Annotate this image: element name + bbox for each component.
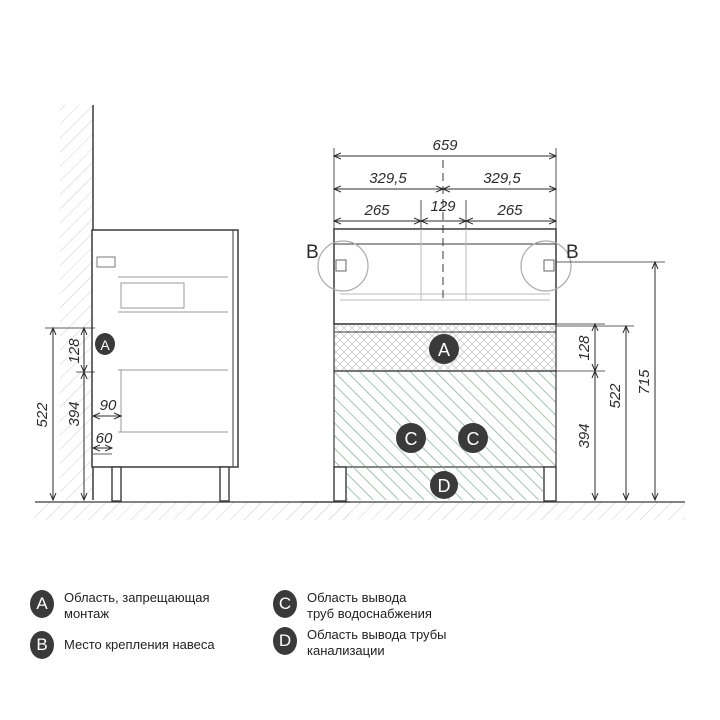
legend-text-b: Место крепления навеса <box>64 637 215 652</box>
front-dim-265-left: 265 <box>363 202 390 219</box>
side-dim-394: 394 <box>66 401 83 426</box>
legend-text-a: Область, запрещающая монтаж <box>64 590 210 621</box>
legend-badge-b: B <box>30 631 54 659</box>
side-drawer-box <box>120 282 185 309</box>
front-callout-d: D <box>438 476 451 496</box>
front-callout-c-right: C <box>467 429 480 449</box>
front-callout-b-left: B <box>306 242 319 263</box>
front-dim-3295-left: 329,5 <box>369 170 407 187</box>
legend-item-c: C Область вывода труб водоснабжения <box>273 590 432 622</box>
side-leg-back <box>111 466 122 502</box>
front-b-circle-right <box>520 240 572 292</box>
front-dim-522: 522 <box>607 383 624 409</box>
side-cabinet-body <box>91 229 239 468</box>
front-leg-left <box>333 466 347 502</box>
legend-badge-d: D <box>273 627 297 655</box>
front-dim-715: 715 <box>636 369 653 395</box>
front-dim-128: 128 <box>576 335 593 361</box>
side-view: 522 128 394 90 60 A <box>34 105 350 520</box>
front-floor-hatch <box>300 502 685 520</box>
side-callout-a: A <box>100 337 110 353</box>
front-view: B B A C C D 659 329,5 329,5 <box>300 137 685 520</box>
front-callout-c-right-badge <box>458 423 488 453</box>
side-leg-front <box>219 466 230 502</box>
wall-hatch <box>60 105 93 500</box>
side-floor-hatch <box>35 502 350 520</box>
front-hinge-right <box>543 259 555 272</box>
legend-text-c: Область вывода труб водоснабжения <box>307 590 432 621</box>
front-callout-c-left: C <box>405 429 418 449</box>
legend-text-d: Область вывода трубы канализации <box>307 627 447 658</box>
front-callout-b-right: B <box>566 242 579 263</box>
side-dim-90: 90 <box>100 397 117 414</box>
side-callout-a-badge <box>95 333 115 355</box>
front-zone-c <box>333 370 557 468</box>
side-hinge-bracket <box>96 256 116 268</box>
front-dim-129: 129 <box>430 198 456 215</box>
front-leg-right <box>543 466 557 502</box>
front-callout-c-left-badge <box>396 423 426 453</box>
legend-badge-a: A <box>30 590 54 618</box>
legend-item-d: D Область вывода трубы канализации <box>273 627 446 659</box>
front-callout-d-badge <box>430 471 458 499</box>
front-callout-a: A <box>438 340 450 360</box>
front-dim-394: 394 <box>576 423 593 448</box>
front-callout-a-badge <box>429 334 459 364</box>
legend-badge-c: C <box>273 590 297 618</box>
legend-item-b: B Место крепления навеса <box>30 631 215 659</box>
side-dim-522: 522 <box>34 402 51 428</box>
front-dim-3295-right: 329,5 <box>483 170 521 187</box>
front-dim-659: 659 <box>432 137 458 154</box>
side-dim-60: 60 <box>96 430 113 447</box>
front-top-frame <box>333 228 557 325</box>
side-dim-128: 128 <box>66 338 83 364</box>
legend-item-a: A Область, запрещающая монтаж <box>30 590 210 622</box>
front-b-circle-left <box>317 240 369 292</box>
front-hinge-left <box>335 259 347 272</box>
front-dim-265-right: 265 <box>496 202 523 219</box>
